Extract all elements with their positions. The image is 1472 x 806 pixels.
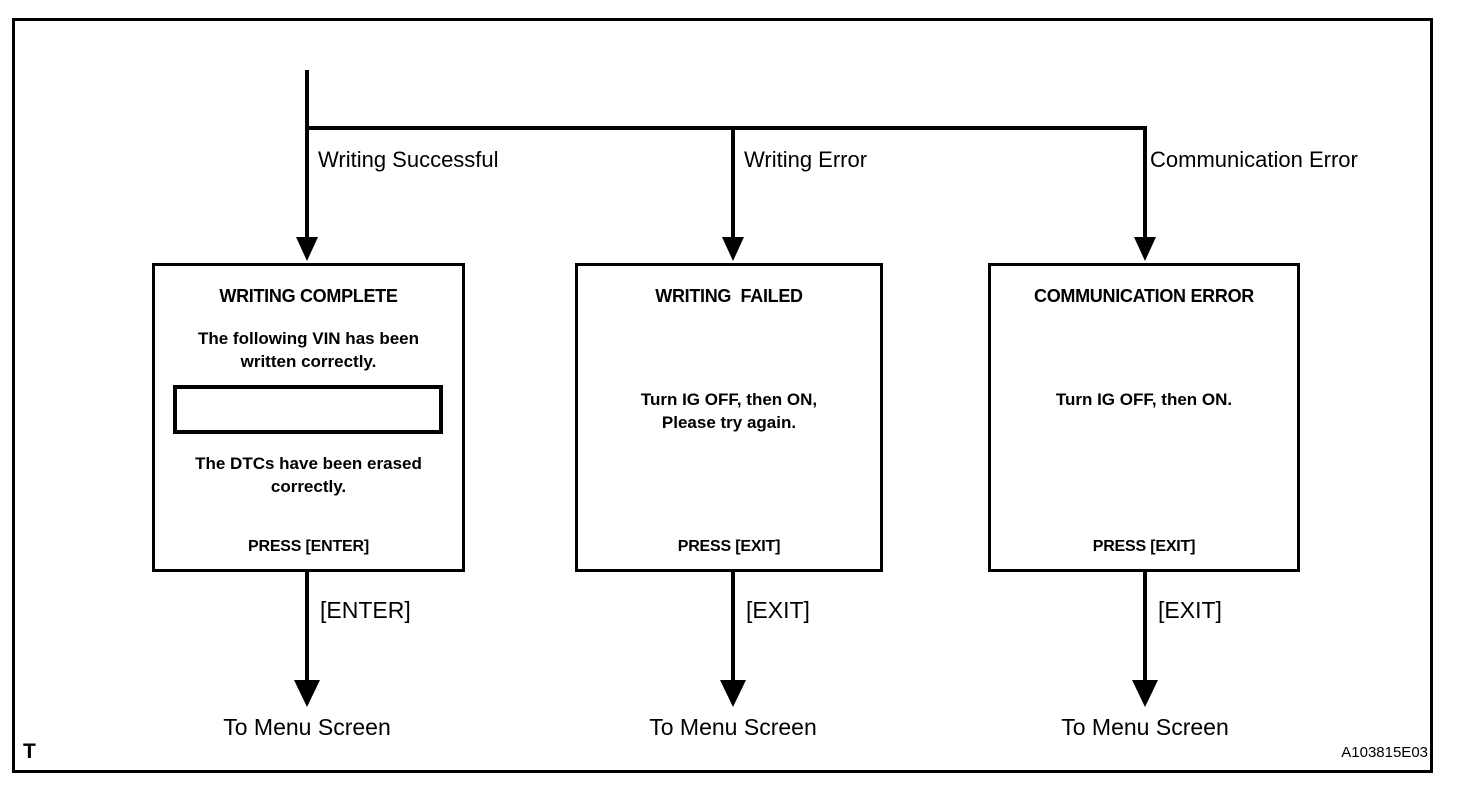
screen-box-communication-error: COMMUNICATION ERROR Turn IG OFF, then ON… — [988, 263, 1300, 572]
arrowhead-to-box-2 — [722, 237, 744, 261]
screen-box-writing-complete: WRITING COMPLETE The following VIN has b… — [152, 263, 465, 572]
diagram-border — [12, 18, 1433, 773]
destination-label: To Menu Screen — [1061, 714, 1229, 740]
key-label-exit: [EXIT] — [746, 597, 810, 623]
box-body-text: The following VIN has been written corre… — [197, 329, 420, 371]
vin-value-field — [173, 385, 443, 434]
figure-code: A103815E03 — [1341, 744, 1428, 761]
arrowhead-to-box-3 — [1134, 237, 1156, 261]
destination-label: To Menu Screen — [649, 714, 817, 740]
key-label-enter: [ENTER] — [320, 597, 411, 623]
branch-label-communication-error: Communication Error — [1150, 147, 1358, 172]
screen-box-writing-failed: WRITING FAILED Turn IG OFF, then ON, Ple… — [575, 263, 883, 572]
arrowhead-to-menu-1 — [294, 680, 320, 707]
arrowhead-to-box-1 — [296, 237, 318, 261]
branch-label-writing-error: Writing Error — [744, 147, 868, 172]
box-title: WRITING FAILED — [655, 286, 803, 306]
box-title: COMMUNICATION ERROR — [1034, 286, 1254, 306]
press-instruction: PRESS [EXIT] — [677, 538, 781, 555]
destination-label: To Menu Screen — [223, 714, 391, 740]
press-instruction: PRESS [ENTER] — [248, 538, 369, 555]
corner-label: T — [23, 740, 36, 763]
box-title: WRITING COMPLETE — [219, 286, 398, 306]
press-instruction: PRESS [EXIT] — [1092, 538, 1196, 555]
key-label-exit: [EXIT] — [1158, 597, 1222, 623]
box-body-text: Turn IG OFF, then ON, Please try again. — [640, 390, 818, 432]
box-body-text: Turn IG OFF, then ON. — [1055, 390, 1233, 409]
box-body-text: The DTCs have been erased correctly. — [195, 454, 422, 496]
arrowhead-to-menu-2 — [720, 680, 746, 707]
arrowhead-to-menu-3 — [1132, 680, 1158, 707]
branch-label-writing-successful: Writing Successful — [318, 147, 499, 172]
